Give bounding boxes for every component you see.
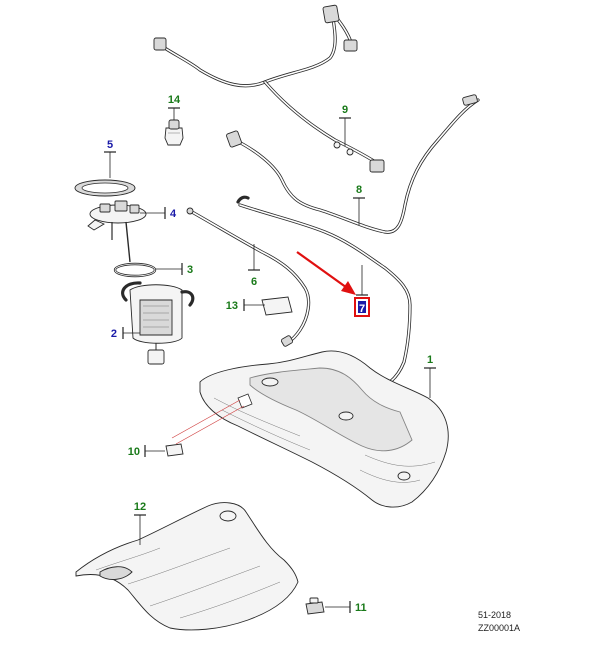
part-11-clip — [305, 597, 325, 615]
part-12-heat-shield — [75, 502, 299, 631]
callout-11[interactable]: 11 — [355, 602, 367, 614]
part-1-fuel-tank — [199, 350, 449, 508]
callout-9[interactable]: 9 — [342, 104, 348, 116]
footer-date: 51-2018 — [478, 610, 511, 620]
part-13-pad — [261, 296, 293, 316]
leader-lines — [104, 107, 436, 613]
part-14-valve — [164, 119, 184, 146]
callout-2[interactable]: 2 — [111, 328, 117, 340]
vent-line — [226, 94, 480, 234]
callout-3[interactable]: 3 — [187, 264, 193, 276]
part-3-ring — [113, 262, 157, 278]
callout-14[interactable]: 14 — [168, 94, 181, 106]
highlight-fill — [358, 301, 366, 313]
callout-13[interactable]: 13 — [226, 300, 238, 312]
callout-8[interactable]: 8 — [356, 184, 362, 196]
part-5-seal — [74, 179, 136, 197]
part-10-label — [165, 399, 245, 457]
callout-7[interactable]: 7 — [359, 303, 365, 315]
callout-1[interactable]: 1 — [427, 354, 433, 366]
footer-code: ZZ00001A — [478, 623, 520, 633]
callout-5[interactable]: 5 — [107, 139, 113, 151]
fuel-feed-line — [186, 207, 311, 347]
wiring-harness — [153, 4, 385, 173]
callout-12[interactable]: 12 — [134, 501, 146, 513]
highlight-arrow — [296, 251, 356, 295]
part-4-sender — [87, 200, 147, 263]
callout-10[interactable]: 10 — [128, 446, 140, 458]
callout-7-highlight[interactable]: 7 — [354, 297, 370, 317]
callout-6[interactable]: 6 — [251, 276, 257, 288]
part-2-pump — [121, 281, 195, 365]
callout-4[interactable]: 4 — [170, 208, 177, 220]
